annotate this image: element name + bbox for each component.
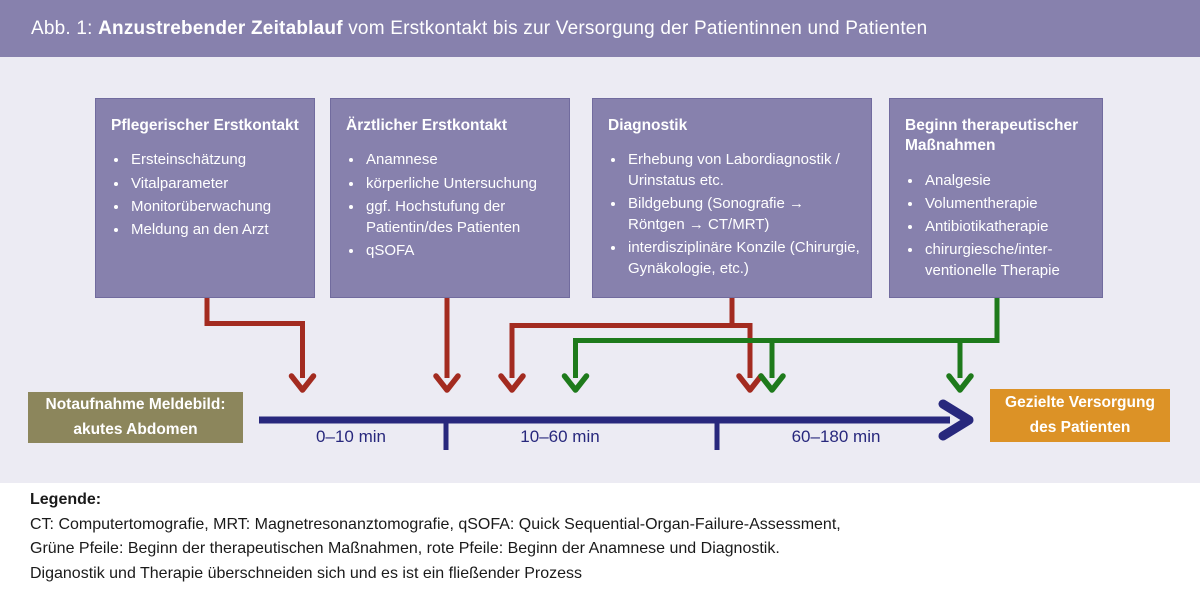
stage-box-title: Beginn therapeutischer Maßnahmen [905,117,1079,155]
figure-title-rest: vom Erstkontakt bis zur Versorgung der P… [342,17,928,39]
figure-title-prefix: Abb. 1: [31,17,99,39]
end-box-line2: des Patienten [1029,418,1131,436]
timeline-label-60-180: 60–180 min [791,427,881,446]
start-box-line1: Notaufnahme Meldebild: [45,396,226,414]
bullet-item: körperliche Untersuchung [364,174,561,195]
bullet-item: Meldung an den Arzt [129,220,306,241]
bullet-item: Volumentherapie [923,194,1094,215]
stage-box-aerztlicher-erstkontakt: Ärztlicher Erstkontakt Anamnese körperli… [330,98,570,298]
timeline-label-0-10: 0–10 min [316,427,386,446]
stage-box-title: Ärztlicher Erstkontakt [346,117,508,134]
bullet-item: Ersteinschätzung [129,150,306,171]
stage-box-diagnostik: Diagnostik Erhebung von Labordiagnostik … [592,98,872,298]
timeline-label-10-60: 10–60 min [520,427,600,446]
stage-box-list: Ersteinschätzung Vitalparameter Monitorü… [96,150,314,240]
stage-box-list: Anamnese körperliche Untersuchung ggf. H… [331,150,569,261]
stage-box-therapeutische-massnahmen: Beginn therapeutischer Maßnahmen Analges… [889,98,1103,298]
figure-title-bold: Anzustrebender Zeitablauf [98,17,343,39]
bullet-item: ggf. Hochstufung der Patientin/des Patie… [364,197,561,238]
stage-box-pflegerischer-erstkontakt: Pflegerischer Erstkontakt Ersteinschätzu… [95,98,315,298]
legend-line: Diganostik und Therapie überschneiden si… [30,564,583,582]
end-box-line1: Gezielte Versorgung [1005,394,1155,412]
bullet-item: qSOFA [364,241,561,262]
stage-box-title: Pflegerischer Erstkontakt [111,117,299,134]
figure-title-bar: Abb. 1: Anzustrebender Zeitablauf vom Er… [0,0,1200,57]
bullet-item: interdisziplinäre Konzile (Chirurgie, Gy… [626,238,863,279]
legend: Legende: CT: Computertomografie, MRT: Ma… [30,488,1180,586]
legend-heading: Legende: [30,491,102,508]
start-box-notaufnahme: Notaufnahme Meldebild: akutes Abdomen [28,392,243,443]
bullet-item: Analgesie [923,171,1094,192]
bullet-item: Erhebung von Labordiagnostik / Urinstatu… [626,150,863,191]
stage-box-list: Erhebung von Labordiagnostik / Urinstatu… [593,150,871,279]
stage-box-title: Diagnostik [608,117,688,134]
figure-title: Abb. 1: Anzustrebender Zeitablauf vom Er… [31,18,927,40]
bullet-item: chirurgiesche/inter-ventionelle Therapie [923,240,1094,281]
bullet-item: Monitorüberwachung [129,197,306,218]
legend-line: CT: Computertomografie, MRT: Magnetreson… [30,515,841,533]
end-box-gezielte-versorgung: Gezielte Versorgung des Patienten [990,389,1170,442]
legend-line: Grüne Pfeile: Beginn der therapeutischen… [30,540,780,557]
stage-box-list: Analgesie Volumentherapie Antibiotikathe… [890,171,1102,282]
bullet-item: Bildgebung (Sonografie → Röntgen → CT/MR… [626,194,863,235]
bullet-item: Anamnese [364,150,561,171]
start-box-line2: akutes Abdomen [73,420,198,438]
bullet-item: Antibiotikatherapie [923,217,1094,238]
bullet-item: Vitalparameter [129,174,306,195]
